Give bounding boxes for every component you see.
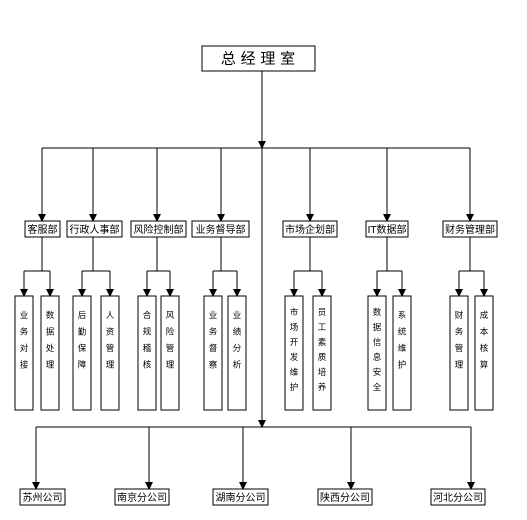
branch-label: 陕西分公司: [320, 491, 370, 504]
sub-unit-box: [474, 295, 494, 411]
top-office-label: 总 经 理 室: [221, 50, 295, 68]
sub-unit-label: 市场开发维护: [290, 307, 299, 393]
branch-label: 河北分公司: [433, 492, 483, 504]
department-box: [191, 220, 250, 238]
sub-unit-box: [312, 295, 332, 411]
department-box: [282, 220, 338, 238]
branch-label: 苏州公司: [23, 491, 63, 504]
branch-label: 湖南分公司: [216, 491, 266, 504]
sub-unit-label: 业务对接: [20, 310, 29, 371]
sub-unit-box: [72, 295, 92, 411]
sub-unit-label: 业绩分析: [233, 310, 242, 371]
sub-unit-box: [227, 295, 247, 411]
branch-label: 南京分公司: [117, 491, 167, 504]
sub-unit-box: [392, 295, 412, 411]
sub-unit-label: 成本核算: [480, 310, 489, 371]
branch-box: [212, 488, 269, 506]
sub-unit-label: 系统维护: [398, 310, 407, 371]
sub-unit-box: [14, 295, 34, 411]
sub-unit-label: 员工素质培养: [318, 308, 327, 393]
sub-unit-label: 人资管理: [106, 311, 115, 371]
department-label: 市场企划部: [285, 223, 335, 236]
sub-unit-label: 合规稽核: [143, 310, 152, 371]
connector-lines: [20, 71, 488, 490]
department-label: IT数据部: [367, 223, 406, 236]
department-box: [442, 220, 498, 238]
sub-unit-box: [203, 295, 223, 411]
sub-unit-box: [40, 295, 60, 411]
department-label: 风险控制部: [134, 223, 184, 236]
department-box: [130, 220, 187, 238]
branch-box: [19, 488, 66, 506]
department-label: 行政人事部: [70, 223, 120, 236]
sub-unit-label: 风险管理: [166, 311, 175, 371]
sub-unit-box: [284, 295, 304, 411]
sub-unit-label: 数据处理: [46, 310, 55, 371]
branch-box: [317, 488, 373, 506]
department-label: 财务管理部: [445, 223, 495, 236]
sub-unit-label: 数据信息安全: [373, 307, 382, 393]
department-label: 客服部: [28, 223, 58, 236]
department-label: 业务督导部: [196, 223, 246, 236]
sub-unit-box: [367, 295, 387, 411]
sub-unit-label: 财务管理: [455, 310, 464, 371]
sub-unit-box: [100, 295, 120, 411]
department-box: [24, 220, 61, 238]
sub-unit-box: [137, 295, 157, 411]
sub-unit-label: 后勤保障: [78, 310, 87, 371]
sub-unit-label: 业务督察: [209, 310, 218, 371]
sub-unit-box: [160, 295, 180, 411]
branch-box: [430, 488, 486, 506]
department-box: [365, 220, 409, 238]
top-office-box: [201, 45, 316, 72]
department-box: [66, 220, 123, 238]
branch-box: [114, 488, 170, 506]
sub-unit-box: [449, 295, 469, 411]
